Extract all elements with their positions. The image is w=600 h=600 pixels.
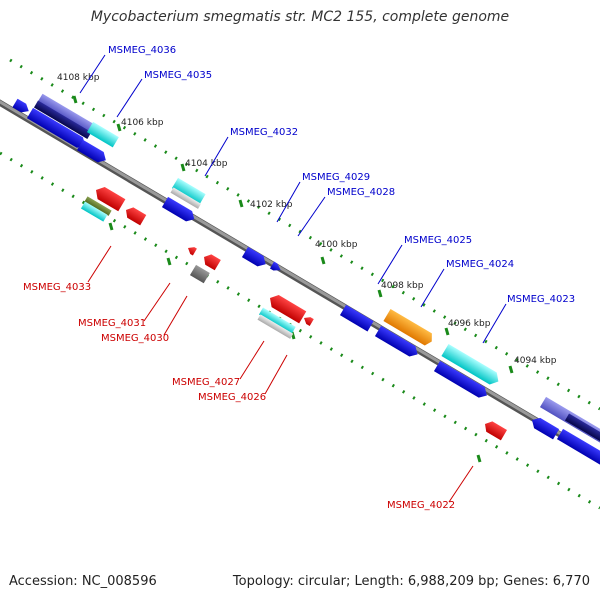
accession-text: Accession: NC_008596: [9, 574, 157, 589]
gene-label-forward[interactable]: MSMEG_4036: [108, 45, 176, 56]
gene-arrow[interactable]: [80, 201, 108, 222]
gene-arrow[interactable]: [482, 419, 507, 441]
gene-label-reverse[interactable]: MSMEG_4026: [198, 392, 266, 403]
gene-label-forward[interactable]: MSMEG_4035: [144, 70, 212, 81]
gene-arrow[interactable]: [201, 252, 221, 271]
reverse-tick-track: [0, 151, 600, 510]
gene-arrow[interactable]: [161, 196, 197, 225]
kbp-label: 4108 kbp: [57, 73, 100, 83]
reverse-label-leaders: [87, 245, 474, 503]
gene-label-reverse[interactable]: MSMEG_4033: [23, 282, 91, 293]
gene-arrow[interactable]: [529, 415, 560, 440]
kbp-label: 4106 kbp: [121, 118, 164, 128]
gene-arrow[interactable]: [564, 413, 600, 446]
gene-arrow[interactable]: [266, 292, 307, 324]
gene-arrow[interactable]: [383, 308, 435, 348]
gene-arrow[interactable]: [189, 264, 210, 284]
kbp-label: 4098 kbp: [381, 281, 424, 291]
gene-label-reverse[interactable]: MSMEG_4031: [78, 318, 146, 329]
gene-arrow[interactable]: [170, 187, 202, 209]
kbp-ticks: [72, 95, 514, 463]
gene-arrow[interactable]: [556, 428, 600, 470]
gene-label-reverse[interactable]: MSMEG_4022: [387, 500, 455, 511]
gene-label-forward[interactable]: MSMEG_4023: [507, 294, 575, 305]
forward-strand-features: [12, 93, 600, 470]
kbp-label: 4094 kbp: [514, 356, 557, 366]
gene-arrow[interactable]: [37, 93, 107, 140]
kbp-label: 4100 kbp: [315, 240, 358, 250]
gene-arrow[interactable]: [302, 315, 314, 327]
gene-arrow[interactable]: [171, 177, 206, 205]
gene-arrow[interactable]: [433, 360, 490, 401]
gene-arrow[interactable]: [441, 343, 501, 388]
gene-label-forward[interactable]: MSMEG_4025: [404, 235, 472, 246]
gene-arrow[interactable]: [92, 184, 126, 212]
kbp-label: 4102 kbp: [250, 200, 293, 210]
gene-label-reverse[interactable]: MSMEG_4030: [101, 333, 169, 344]
gene-arrow[interactable]: [339, 304, 374, 332]
gene-arrow[interactable]: [269, 261, 283, 274]
gene-arrow[interactable]: [26, 107, 88, 151]
gene-arrow[interactable]: [258, 307, 296, 334]
forward-tick-track: [9, 58, 600, 411]
gene-arrow[interactable]: [123, 205, 147, 226]
gene-arrow[interactable]: [12, 98, 31, 116]
gene-arrow[interactable]: [86, 121, 119, 148]
gene-arrow[interactable]: [241, 246, 269, 270]
gene-arrow[interactable]: [186, 245, 197, 256]
gene-label-forward[interactable]: MSMEG_4024: [446, 259, 514, 270]
genome-title: Mycobacterium smegmatis str. MC2 155, co…: [90, 9, 510, 25]
genome-summary-text: Topology: circular; Length: 6,988,209 bp…: [232, 574, 590, 589]
gene-arrow[interactable]: [257, 314, 294, 339]
gene-label-forward[interactable]: MSMEG_4032: [230, 127, 298, 138]
gene-label-reverse[interactable]: MSMEG_4027: [172, 377, 240, 388]
gene-arrow[interactable]: [33, 100, 92, 140]
gene-label-forward[interactable]: MSMEG_4028: [327, 187, 395, 198]
kbp-label: 4096 kbp: [448, 319, 491, 329]
kbp-label: 4104 kbp: [185, 159, 228, 169]
gene-label-forward[interactable]: MSMEG_4029: [302, 172, 370, 183]
gene-arrow[interactable]: [76, 139, 109, 166]
gene-arrow[interactable]: [84, 196, 112, 216]
gene-arrow[interactable]: [374, 325, 421, 360]
forward-label-leaders: [79, 54, 507, 344]
reverse-strand-features: [80, 184, 507, 441]
